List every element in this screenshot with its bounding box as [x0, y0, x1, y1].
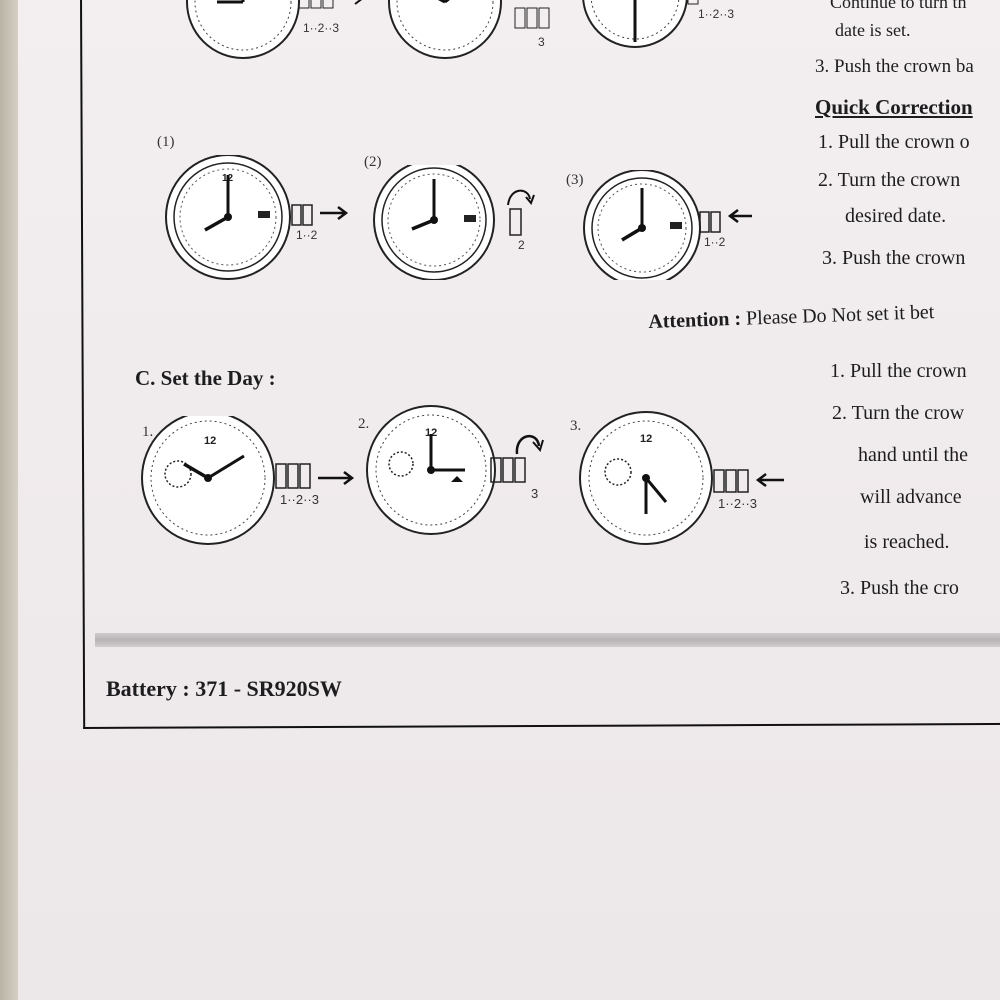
battery-label: Battery :	[106, 676, 190, 701]
label-c-1: 1.	[142, 424, 154, 440]
label-b-2: (2)	[364, 154, 382, 170]
crown-pos-label: 3	[531, 486, 538, 501]
watch-diagram-c3: 12 1··2··3	[579, 411, 784, 545]
text-push-crown-back: 3. Push the crown ba	[815, 56, 974, 77]
text-c-step2: 2. Turn the crow	[832, 402, 965, 424]
crown-pos-label: 3	[538, 35, 545, 49]
battery-line: Battery : 371 - SR920SW	[106, 676, 342, 702]
crown-pos-label: 1··2··3	[698, 7, 734, 21]
label-b-3: (3)	[566, 172, 584, 188]
text-c-step2-line2: hand until the	[858, 444, 968, 466]
divider-band	[95, 633, 1000, 647]
text-date-is-set: date is set.	[835, 20, 911, 40]
text-continue-turn: Continue to turn th	[830, 0, 967, 12]
text-qc-step1: 1. Pull the crown o	[818, 131, 970, 153]
text-c-step2-line3: will advance	[860, 486, 962, 508]
watch-diagram-b1: 12 1··2	[165, 155, 349, 280]
label-b-1: (1)	[157, 134, 175, 150]
crown-pos-label: 1··2··3	[718, 496, 757, 511]
text-qc-step2-cont: desired date.	[845, 205, 947, 227]
text-c-step3: 3. Push the cro	[840, 577, 959, 599]
crown-pos-label: 2	[518, 238, 525, 252]
text-c-step1: 1. Pull the crown	[830, 360, 967, 382]
text-qc-step2: 2. Turn the crown	[818, 169, 961, 191]
crown-pos-label: 1··2	[296, 228, 318, 242]
attention-label: Attention :	[648, 307, 742, 333]
dial-12-label: 12	[204, 435, 216, 447]
watch-diagram-b2: 2	[373, 165, 535, 280]
crown-pos-label: 1··2	[704, 235, 726, 249]
watch-diagram-b3: 1··2	[583, 170, 752, 280]
watch-diagram-a2: 3	[388, 0, 550, 59]
crown-pos-label: 1··2··3	[303, 21, 339, 35]
watch-diagram-c2: 12 3	[366, 405, 544, 535]
watch-diagram-a3: 1··2··3	[582, 0, 734, 48]
watch-diagram-c1: 12 1··2··3	[141, 416, 355, 545]
watch-diagram-a1: 1··2··3	[186, 0, 362, 59]
text-c-step2-line4: is reached.	[864, 531, 950, 553]
dial-12-label: 12	[425, 427, 437, 439]
label-c-3: 3.	[570, 418, 582, 434]
text-qc-step3: 3. Push the crown	[822, 247, 966, 269]
dial-12-label: 12	[640, 433, 652, 445]
crown-pos-label: 1··2··3	[280, 492, 319, 507]
battery-value: 371 - SR920SW	[195, 676, 342, 701]
section-c-title: C. Set the Day :	[135, 366, 276, 390]
label-c-2: 2.	[358, 416, 370, 432]
heading-quick-correction: Quick Correction	[815, 95, 973, 119]
